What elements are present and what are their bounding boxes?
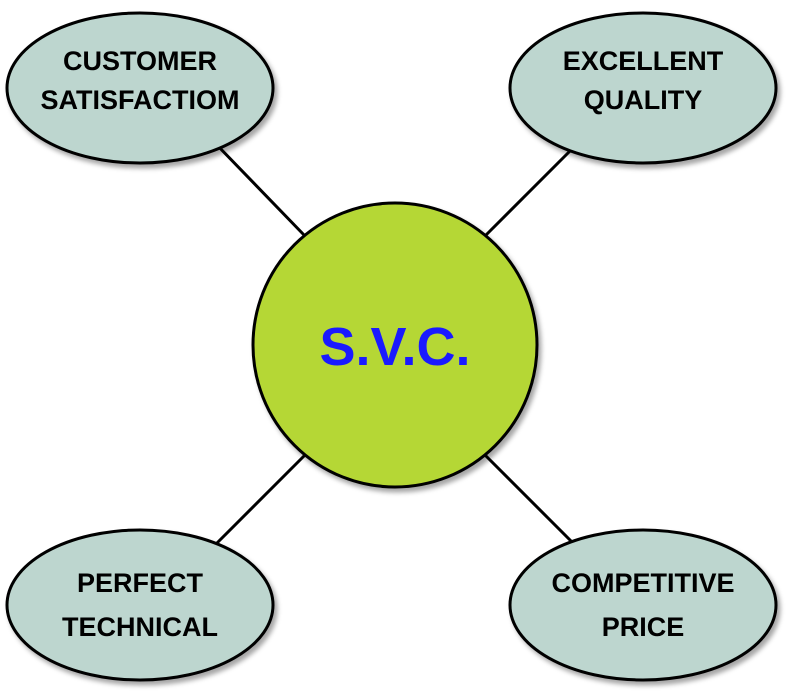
node-perfect-technical: PERFECT TECHNICAL [5, 528, 275, 682]
node-label-line2: TECHNICAL [62, 612, 218, 642]
node-label-line1: COMPETITIVE [551, 568, 734, 598]
node-label-line1: CUSTOMER [63, 46, 217, 76]
node-ellipse [508, 11, 778, 165]
node-label-line2: SATISFACTIOM [41, 85, 240, 115]
center-node: S.V.C. [251, 201, 539, 489]
node-ellipse [508, 528, 778, 682]
node-label-line1: PERFECT [77, 568, 204, 598]
node-competitive-price: COMPETITIVE PRICE [508, 528, 778, 682]
node-ellipse [5, 11, 275, 165]
connector-customer-satisfaction [213, 141, 307, 238]
node-excellent-quality: EXCELLENT QUALITY [508, 11, 778, 165]
node-label-line2: PRICE [602, 612, 685, 642]
connector-excellent-quality [483, 141, 580, 238]
node-ellipse [5, 528, 275, 682]
connector-perfect-technical [210, 453, 307, 550]
center-circle [251, 201, 539, 489]
node-customer-satisfaction: CUSTOMER SATISFACTIOM [5, 11, 275, 165]
node-label-line2: QUALITY [584, 85, 703, 115]
center-label: S.V.C. [319, 317, 470, 377]
connector-competitive-price [483, 453, 580, 550]
node-label-line1: EXCELLENT [563, 46, 724, 76]
